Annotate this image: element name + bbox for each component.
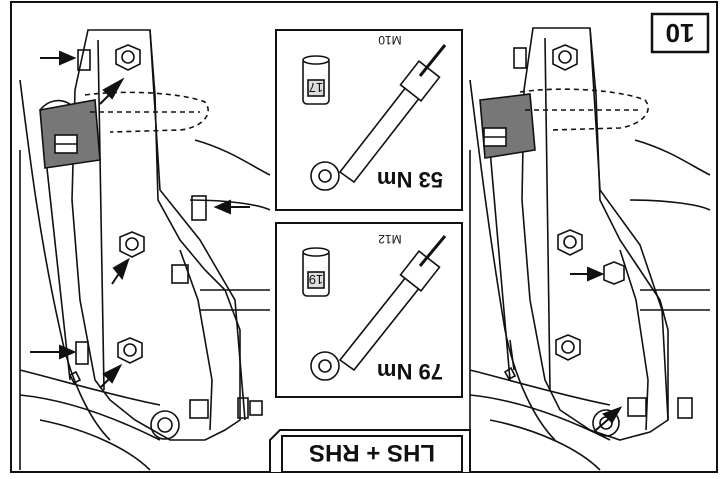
step-number-box: 10	[650, 12, 710, 54]
torque-panel-53: 17 M10 53 Nm	[275, 29, 463, 211]
left-bolt-mid	[119, 231, 145, 258]
left-bolt-bottom	[117, 337, 143, 364]
step-number: 10	[666, 18, 695, 48]
socket-icon	[302, 55, 330, 105]
socket-size-label: 17	[309, 80, 323, 95]
side-label-box: LHS + RHS	[269, 429, 471, 473]
socket-size-label: 19	[309, 272, 323, 287]
bolt-size-label: M10	[378, 33, 402, 47]
torque-value-label: 79 Nm	[377, 359, 443, 384]
right-assembly	[469, 27, 711, 471]
left-assembly	[19, 29, 271, 471]
bolt-size-label: M12	[378, 232, 402, 246]
socket-icon	[302, 247, 330, 297]
left-arrows	[30, 50, 250, 389]
left-bolt-top	[115, 44, 141, 71]
torque-panel-79: 19 M12 79 Nm	[275, 222, 463, 398]
torque-value-label: 53 Nm	[377, 167, 443, 192]
side-label: LHS + RHS	[309, 439, 435, 466]
right-arrows	[570, 266, 623, 431]
